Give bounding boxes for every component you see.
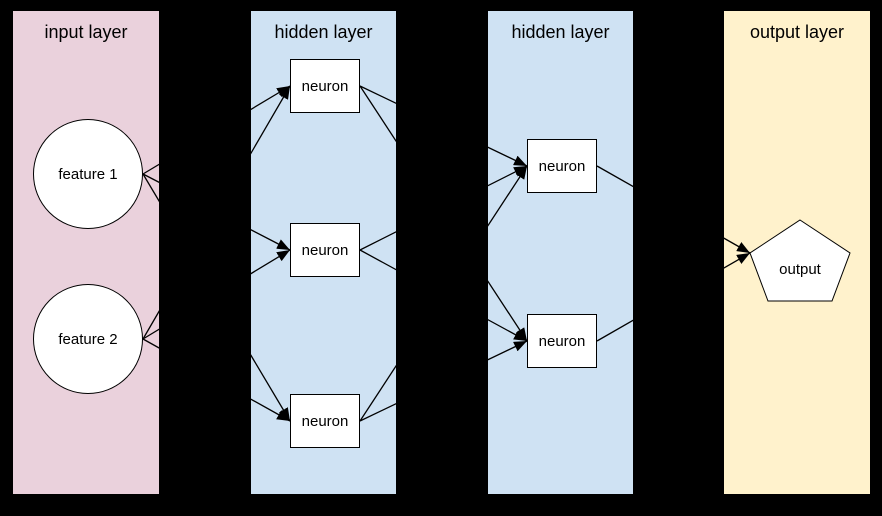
panel-title-input: input layer: [44, 22, 128, 42]
node-label-neuron: neuron: [538, 332, 586, 350]
node-label-neuron: neuron: [301, 77, 349, 95]
node-output-pentagon: [749, 219, 851, 302]
output-pentagon-shape: [749, 219, 851, 302]
panel-title-hidden-2: hidden layer: [511, 22, 610, 42]
node-label-feature-1: feature 1: [58, 165, 118, 183]
panel-title-output: output layer: [749, 22, 845, 42]
node-hidden1-neuron-3: neuron: [290, 394, 360, 448]
panel-hidden-layer-2: hidden layer: [488, 11, 633, 494]
panel-input-layer: input layer: [13, 11, 159, 494]
node-label-feature-2: feature 2: [58, 330, 118, 348]
node-feature-1: feature 1: [33, 119, 143, 229]
node-hidden1-neuron-1: neuron: [290, 59, 360, 113]
node-hidden1-neuron-2: neuron: [290, 223, 360, 277]
node-label-neuron: neuron: [301, 412, 349, 430]
node-label-neuron: neuron: [301, 241, 349, 259]
node-label-neuron: neuron: [538, 157, 586, 175]
node-feature-2: feature 2: [33, 284, 143, 394]
panel-title-hidden-1: hidden layer: [274, 22, 373, 42]
node-hidden2-neuron-2: neuron: [527, 314, 597, 368]
node-hidden2-neuron-1: neuron: [527, 139, 597, 193]
